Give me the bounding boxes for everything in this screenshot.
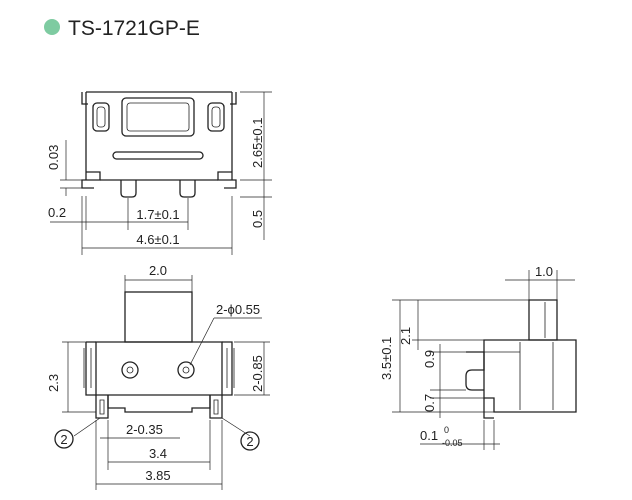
dim-1-0-label: 1.0 [535, 264, 553, 279]
dim-0-7-label: 0.7 [422, 394, 437, 412]
dim-width-label: 4.6±0.1 [136, 232, 179, 247]
center-slot [112, 151, 204, 160]
right-window [207, 102, 225, 132]
dim-height-label: 2.65±0.1 [250, 117, 265, 168]
boss-left-inner [126, 366, 134, 374]
dim-0-9-label: 0.9 [422, 350, 437, 368]
callout-left [54, 429, 74, 449]
side-view: 1.0 3.5±0.1 2.1 0.9 0.7 0.1 0 -0.05 [379, 264, 577, 450]
actuator-slot-inner [126, 102, 190, 132]
side-body [483, 339, 577, 413]
callout-right-label: 2 [246, 434, 253, 449]
dim-0-85-label: 2-0.85 [250, 355, 265, 392]
front-body [95, 341, 223, 396]
top-body-outline [85, 91, 233, 180]
part-number-title: TS-1721GP-E [68, 17, 200, 40]
front-view: 2 2 2.0 2-ϕ0.55 2.3 2-0.85 2-0.35 3.4 3.… [46, 263, 270, 490]
actuator [124, 291, 193, 343]
top-view: 0.03 2.65±0.1 0.2 1.7±0.1 0.5 4.6±0.1 [46, 91, 272, 255]
dim-2-0-label: 2.0 [149, 263, 167, 278]
boss-right [177, 361, 195, 379]
side-terminal [483, 398, 494, 419]
dim-0-5-label: 0.5 [250, 210, 265, 228]
boss-right-inner [182, 366, 190, 374]
left-window [92, 102, 110, 132]
boss-left [121, 361, 139, 379]
side-body-lines [484, 342, 554, 410]
dim-0-03-label: 0.03 [46, 145, 61, 170]
side-actuator [528, 299, 558, 341]
front-body-flanges [85, 341, 233, 396]
dim-0-2-label: 0.2 [48, 205, 66, 220]
top-base-steps [81, 171, 237, 189]
actuator-slot [121, 97, 195, 137]
dim-pitch-label: 1.7±0.1 [136, 207, 179, 222]
title-bullet-icon [44, 19, 60, 35]
front-side-lines [83, 348, 235, 388]
front-base [107, 395, 211, 413]
dim-3-85-label: 3.85 [145, 468, 170, 483]
top-body-lugs [81, 92, 237, 105]
hole-leader [189, 317, 215, 366]
left-window-inner [96, 106, 106, 128]
side-latch [465, 351, 485, 391]
callout-right [240, 431, 260, 451]
dim-0-1-upper-label: 0 [444, 425, 449, 435]
terminal-slots [99, 399, 219, 415]
right-window-inner [211, 106, 221, 128]
front-terminals [95, 395, 223, 419]
dim-3-4-label: 3.4 [149, 446, 167, 461]
dim-0-1-label: 0.1 [420, 428, 438, 443]
dim-3-5-label: 3.5±0.1 [379, 337, 394, 380]
callout-left-label: 2 [60, 432, 67, 447]
dim-2-1-label: 2.1 [398, 327, 413, 345]
dim-hole-label: 2-ϕ0.55 [216, 302, 260, 317]
terminal-left [120, 180, 137, 198]
terminal-right [179, 180, 196, 198]
dim-2-3-label: 2.3 [46, 374, 61, 392]
dim-0-1-lower-label: -0.05 [442, 438, 463, 448]
dim-0-35-label: 2-0.35 [126, 422, 163, 437]
